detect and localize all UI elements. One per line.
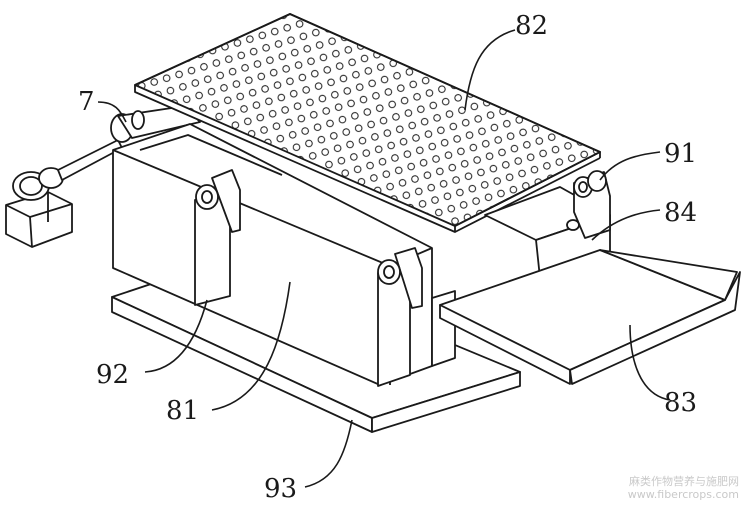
label-83: 83 (664, 388, 697, 418)
label-7: 7 (78, 87, 95, 117)
leader-7 (97, 101, 127, 123)
label-92: 92 (96, 360, 129, 390)
perforated-tray-82 (134, 13, 601, 233)
leader-92 (144, 299, 208, 373)
label-91: 91 (664, 139, 697, 169)
support-92-right (377, 247, 423, 387)
label-93: 93 (264, 474, 297, 504)
leader-93 (304, 419, 353, 488)
leader-83 (629, 324, 671, 401)
slide-drawer-83 (439, 249, 741, 385)
label-82: 82 (515, 11, 548, 41)
watermark-url: www.fibercrops.com (627, 488, 739, 501)
motor-assembly (5, 105, 201, 248)
support-91 (573, 170, 611, 239)
label-81: 81 (166, 396, 199, 426)
support-92-left (194, 169, 241, 306)
leader-lines (97, 29, 671, 488)
leader-84 (591, 209, 661, 241)
leader-91 (599, 151, 661, 181)
label-84: 84 (664, 198, 697, 228)
watermark-cn: 麻类作物营养与施肥网 (629, 475, 739, 488)
leader-81 (211, 281, 291, 411)
leader-82 (464, 29, 516, 111)
